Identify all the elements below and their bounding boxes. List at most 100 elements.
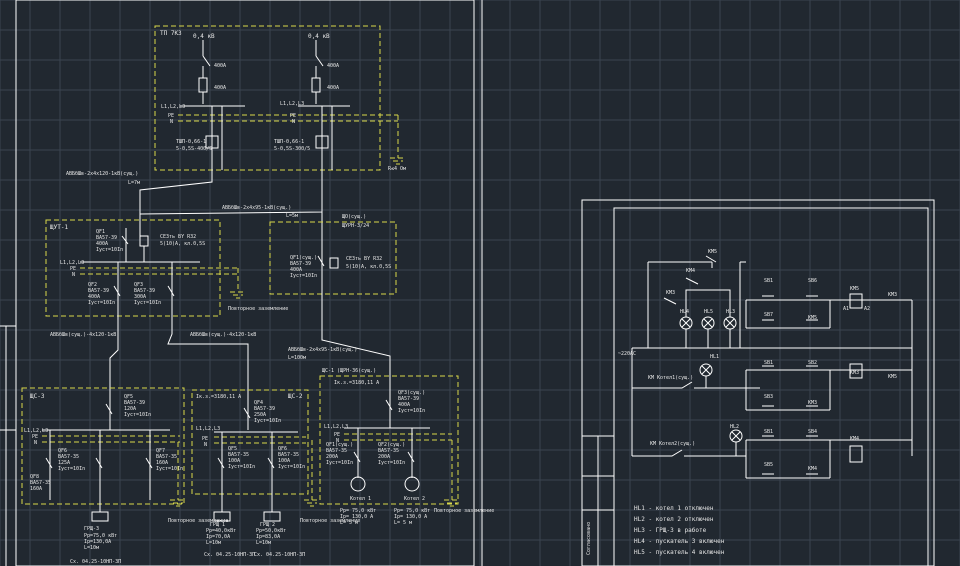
km5-coil: [849, 293, 863, 309]
motor-2-p: Рр= 75,0 кВт: [394, 508, 430, 514]
shs1-title: ЩС-1 (ЩРН-36(сущ.): [322, 368, 376, 374]
shu-meter: СЕ3ть ВY R32: [346, 256, 382, 262]
legend-hl5: HL5 - пускатель 4 включен: [634, 549, 725, 556]
left-sheet: ТП 7КЗ 0,4 кВ 0,4 кВ 400А 400А 400А 400А…: [0, 0, 494, 566]
shchut-qf2-i: Iуст=10In: [88, 300, 115, 306]
grsh1-label: ГРЩ 1: [210, 522, 225, 528]
km5b-label: KM5: [808, 315, 817, 321]
shs3-qf7-spec: ВА57-35: [156, 454, 177, 460]
tp-a-right-2: 400А: [327, 85, 339, 91]
tp-frame: [154, 25, 381, 171]
cable4-label: АВБбШв(сущ.)-4х120-1кВ: [190, 331, 256, 338]
shchut-meter-2: 5(10)А, кл.0,5S: [160, 241, 205, 247]
km4-coil: [849, 445, 863, 463]
shs3-qf5-a: 120А: [124, 406, 136, 412]
shu-qf: QF1(сущ.): [290, 255, 317, 261]
shs3-qf6: QF6: [58, 448, 67, 454]
shu-qf-i: Iуст=10In: [290, 273, 317, 279]
shs2-qf5: QF5: [228, 446, 237, 452]
shchut-qf3: QF3: [134, 282, 143, 288]
tp-pe-label: PE: [168, 113, 174, 119]
shu-meter-2: 5(10)А, кл.0,5S: [346, 264, 391, 270]
tp-pe-label-right: PE: [290, 113, 296, 119]
motor-1-symbol: [350, 476, 366, 492]
km-kotel2-label: KM Котел2(сущ.): [650, 441, 695, 447]
supply-label: ~220АС: [618, 351, 636, 357]
tp-ground-symbol: [390, 115, 406, 165]
shs1-qf2-spec: ВА57-35: [378, 448, 399, 454]
shu-breaker: [317, 230, 339, 294]
cable1-label: АВБбШв-2х4х120-1кВ(сущ.): [66, 170, 138, 177]
shs2-ground-label: Повторное заземление: [168, 518, 228, 524]
shs1-qf-i: Iуст=10In: [398, 408, 425, 414]
legend-hl2: HL2 - котел 2 отключен: [634, 516, 714, 523]
km4b-label: KM4: [808, 466, 817, 472]
km5c-label: KM5: [850, 286, 859, 292]
shs1-qf1: QF1(сущ.): [326, 442, 353, 448]
shs3-qf6-spec: ВА57-35: [58, 454, 79, 460]
tp-a-left-2: 400А: [214, 85, 226, 91]
sb5-label: SB5: [764, 462, 773, 468]
grsh2-i: Iр=83,0А: [256, 534, 280, 540]
shchut-qf1-i: Iуст=10In: [96, 247, 123, 253]
shs3-pe-label: PE: [32, 434, 38, 440]
motor-2-l: L= 5 м: [394, 520, 412, 526]
tp-bus-label-left: L1,L2,L3: [161, 104, 185, 110]
tp-title: ТП 7КЗ: [160, 30, 182, 37]
km3-label: KM3: [666, 290, 675, 296]
tp-kv-right: 0,4 кВ: [308, 33, 330, 40]
cable5-label: АВБбШв-2х4х95-1кВ(сущ.): [288, 346, 357, 353]
cable2-len: L=5м: [286, 213, 298, 219]
shs1-pe-label: PE: [334, 432, 340, 438]
shchut-meter: СЕ3ть ВY R32: [160, 234, 196, 240]
shu-block: ЩО(сущ.) ЩУРН-3/24 QF1(сущ.) ВА57-39 400…: [269, 214, 397, 295]
shs2-qf4: QF4: [254, 400, 263, 406]
shs1-ground-symbol-2: [444, 440, 460, 507]
shs1-frame: [319, 375, 459, 505]
kotel1-line: [632, 376, 746, 389]
shchut-qf3-spec: ВА57-39: [134, 288, 155, 294]
tp-block: ТП 7КЗ 0,4 кВ 0,4 кВ 400А 400А 400А 400А…: [154, 25, 406, 172]
shchut-qf2-spec: ВА57-39: [88, 288, 109, 294]
shs3-n-label: N: [34, 440, 37, 446]
right-block-2: [745, 369, 912, 411]
motor-2-label: Котел 2: [404, 496, 425, 502]
shs3-load-symbol: [91, 511, 109, 522]
shchut-out-breakers: [113, 262, 175, 316]
shs3-qf6-i: Iуст=10In: [58, 466, 85, 472]
right-block-3: [745, 439, 912, 479]
shs1-qf: QF3(сущ.): [398, 390, 425, 396]
shchut-qf1-a: 400А: [96, 241, 108, 247]
shchut-qf1-symbol: [121, 228, 149, 262]
shs1-qf-spec: ВА57-39: [398, 396, 419, 402]
sb3-label: SB3: [764, 394, 773, 400]
tp-ct-left-2: 5-0,5S-400/5: [176, 146, 212, 152]
shs2-qf6-i: Iуст=10In: [278, 464, 305, 470]
shs3-qf7-a: 160А: [156, 460, 168, 466]
shchut-n-label: N: [72, 272, 75, 278]
right-sheet-inner: [613, 207, 929, 566]
km3c-label: KM3: [808, 400, 817, 406]
right-sheet-outer: [581, 199, 935, 566]
top-contacts: [663, 261, 746, 305]
shchut-title: ЩУТ-1: [50, 224, 68, 231]
hl3-label: HL3: [726, 309, 735, 315]
shs3-load-p: Рр=75,0 кВт: [84, 533, 117, 539]
shu-sub: ЩУРН-3/24: [342, 223, 369, 229]
tp-left-breaker: [198, 40, 211, 104]
legend-hl4: HL4 - пускатель 3 включен: [634, 538, 725, 545]
shchut-qf1: QF1: [96, 229, 105, 235]
right-block-3-contacts: [762, 435, 818, 475]
sb2-label: SB2: [808, 360, 817, 366]
shs3-qf5: QF5: [124, 394, 133, 400]
motor-1-label: Котел 1: [350, 496, 371, 502]
shs3-load-i: Iр=130,0А: [84, 539, 111, 545]
shs1-kz: Iк.з.=3180,11 А: [334, 380, 379, 386]
shchut-ground-label: Повторное заземление: [228, 306, 288, 312]
lower-cable-lines: [109, 294, 391, 392]
km4-label: KM4: [686, 268, 695, 274]
tp-n-label-right: N: [292, 119, 295, 125]
shs1-ground-symbol-1: [304, 440, 320, 507]
